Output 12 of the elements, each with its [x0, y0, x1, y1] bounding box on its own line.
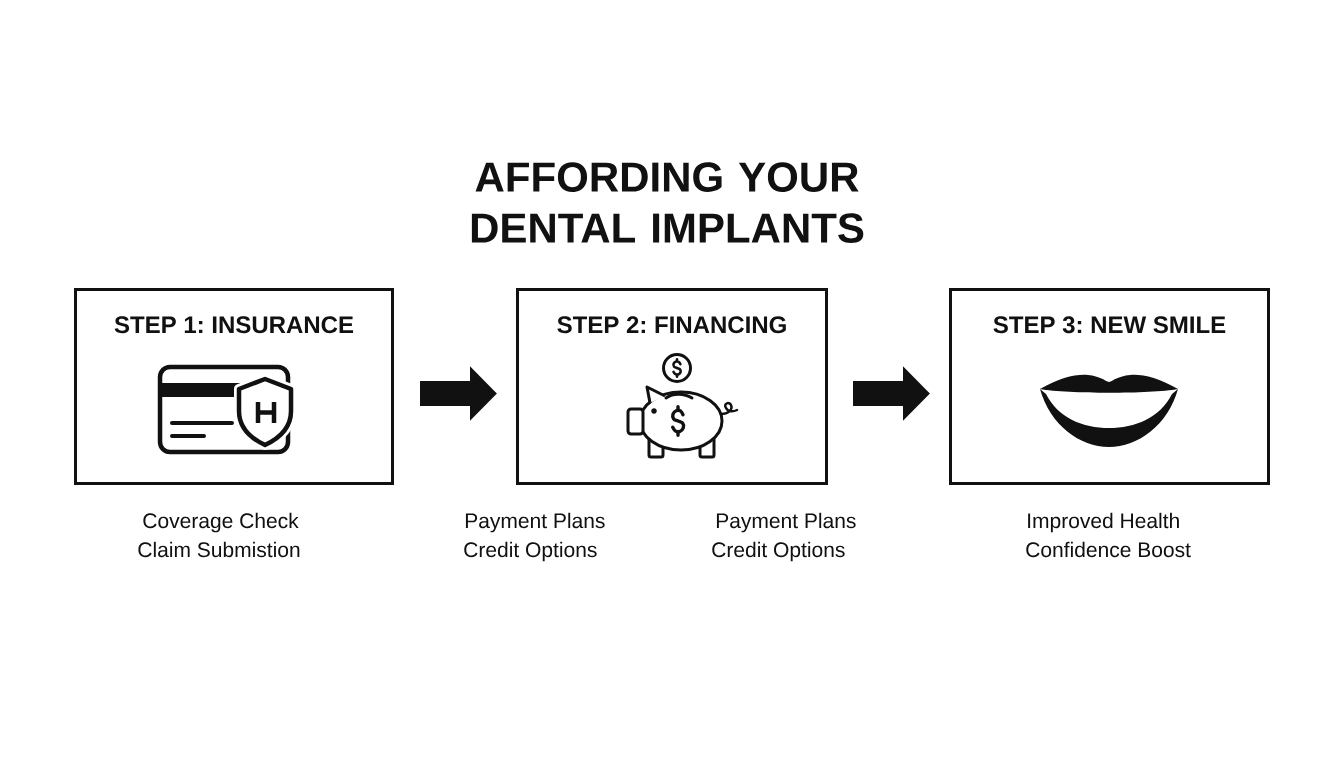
step-note: Confidence Boost — [1026, 541, 1191, 558]
step-note: Credit Options — [712, 541, 845, 562]
step-box: STEP 3: NEW SMILE — [949, 288, 1270, 485]
step-note: Coverage Check — [143, 512, 299, 533]
title: AFFORDING YOUR DENTAL IMPLANTS — [471, 162, 864, 243]
step-note: Credit Options — [464, 541, 597, 562]
step-note: Claim Submistion — [138, 541, 300, 558]
step-note: Payment Plans — [716, 512, 856, 533]
step-note: Improved Health — [1028, 512, 1179, 533]
step-note: Payment Plans — [465, 512, 605, 533]
step-box: STEP 2: FINANCING — [516, 288, 828, 485]
step-box: STEP 1: INSURANCE — [74, 288, 394, 485]
